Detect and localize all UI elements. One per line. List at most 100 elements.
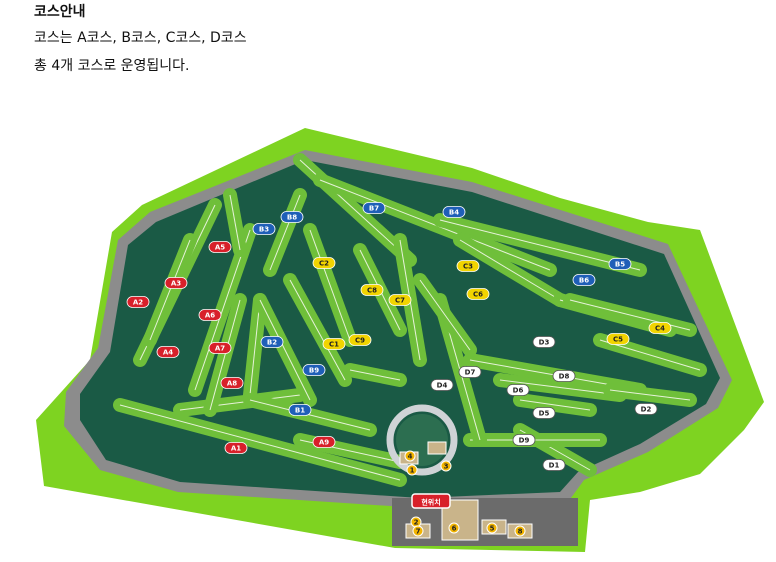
hole-label: B7 xyxy=(369,205,379,213)
yardage-line xyxy=(269,194,301,271)
hole-badge xyxy=(430,379,454,391)
hole-marker-c2[interactable]: C2 xyxy=(312,257,336,269)
hole-badge xyxy=(634,403,658,415)
hole-marker-b5[interactable]: B5 xyxy=(608,258,632,270)
hole-badge xyxy=(198,309,222,321)
hole-marker-d6[interactable]: D6 xyxy=(506,384,530,396)
hole-marker-a4[interactable]: A4 xyxy=(156,346,180,358)
facility-badge xyxy=(486,522,498,534)
yardage-line xyxy=(309,229,351,341)
hole-marker-c9[interactable]: C9 xyxy=(348,334,372,346)
facility-label: 7 xyxy=(416,528,421,536)
hole-marker-c8[interactable]: C8 xyxy=(360,284,384,296)
hole-marker-c1[interactable]: C1 xyxy=(322,338,346,350)
hole-marker-d2[interactable]: D2 xyxy=(634,403,658,415)
hole-label: A1 xyxy=(231,445,241,453)
facility-label: 4 xyxy=(408,453,413,461)
course-list-text: 코스는 A코스, B코스, C코스, D코스 xyxy=(34,30,247,46)
hole-badge xyxy=(156,346,180,358)
hole-marker-c5[interactable]: C5 xyxy=(606,333,630,345)
hole-marker-c4[interactable]: C4 xyxy=(648,322,672,334)
hole-marker-d5[interactable]: D5 xyxy=(532,407,556,419)
hole-badge xyxy=(532,336,556,348)
hole-label: C3 xyxy=(463,263,473,271)
hole-badge xyxy=(164,277,188,289)
hole-marker-d3[interactable]: D3 xyxy=(532,336,556,348)
hole-marker-c6[interactable]: C6 xyxy=(466,288,490,300)
hole-label: A4 xyxy=(163,349,173,357)
facility-marker-7[interactable]: 7 xyxy=(412,525,424,537)
fairways xyxy=(113,153,707,487)
hole-marker-b2[interactable]: B2 xyxy=(260,336,284,348)
hole-marker-d4[interactable]: D4 xyxy=(430,379,454,391)
hole-marker-d8[interactable]: D8 xyxy=(552,370,576,382)
hole-marker-d1[interactable]: D1 xyxy=(542,459,566,471)
hole-badge xyxy=(512,434,536,446)
hole-label: D4 xyxy=(437,382,448,390)
facility-badge xyxy=(448,522,460,534)
hole-badge xyxy=(572,274,596,286)
hole-marker-a9[interactable]: A9 xyxy=(312,436,336,448)
facility-label: 2 xyxy=(414,519,419,527)
facility-marker-8[interactable]: 8 xyxy=(514,525,526,537)
hole-marker-a6[interactable]: A6 xyxy=(198,309,222,321)
facility-label: 6 xyxy=(452,525,457,533)
hole-badge xyxy=(608,258,632,270)
hole-marker-c3[interactable]: C3 xyxy=(456,260,480,272)
hole-label: D3 xyxy=(539,339,550,347)
hole-marker-d9[interactable]: D9 xyxy=(512,434,536,446)
hole-badge xyxy=(280,211,304,223)
hole-badge xyxy=(312,257,336,269)
facility-label: 3 xyxy=(444,463,449,471)
hole-label: C9 xyxy=(355,337,365,345)
hole-marker-a1[interactable]: A1 xyxy=(224,442,248,454)
hole-label: B5 xyxy=(615,261,625,269)
hole-label: B6 xyxy=(579,277,589,285)
hole-marker-b9[interactable]: B9 xyxy=(302,364,326,376)
hole-badge xyxy=(302,364,326,376)
hole-label: D5 xyxy=(539,410,550,418)
hole-label: D1 xyxy=(549,462,560,470)
facility-label: 8 xyxy=(518,528,523,536)
hole-marker-a5[interactable]: A5 xyxy=(208,241,232,253)
hole-label: C8 xyxy=(367,287,377,295)
hole-marker-a2[interactable]: A2 xyxy=(126,296,150,308)
facility-marker-4[interactable]: 4 xyxy=(404,450,416,462)
yardage-line xyxy=(259,299,311,401)
hole-marker-a8[interactable]: A8 xyxy=(220,377,244,389)
hole-label: D6 xyxy=(513,387,524,395)
hole-marker-d7[interactable]: D7 xyxy=(458,366,482,378)
hole-badge xyxy=(388,294,412,306)
hole-marker-b7[interactable]: B7 xyxy=(362,202,386,214)
yardage-line xyxy=(599,339,701,371)
hole-marker-b6[interactable]: B6 xyxy=(572,274,596,286)
hole-badge xyxy=(224,442,248,454)
hole-marker-b4[interactable]: B4 xyxy=(442,206,466,218)
hole-label: A5 xyxy=(215,244,225,252)
hole-label: B1 xyxy=(295,407,305,415)
hole-marker-c7[interactable]: C7 xyxy=(388,294,412,306)
facility-marker-6[interactable]: 6 xyxy=(448,522,460,534)
facility-badge xyxy=(440,460,452,472)
facility-marker-1[interactable]: 1 xyxy=(406,464,418,476)
facility-badge xyxy=(514,525,526,537)
hole-marker-a7[interactable]: A7 xyxy=(208,342,232,354)
hole-badge xyxy=(252,223,276,235)
hole-marker-a3[interactable]: A3 xyxy=(164,277,188,289)
facility-marker-2[interactable]: 2 xyxy=(410,516,422,528)
hole-badge xyxy=(506,384,530,396)
hole-label: A6 xyxy=(205,312,215,320)
hole-label: C5 xyxy=(613,336,623,344)
facility-marker-3[interactable]: 3 xyxy=(440,460,452,472)
hole-marker-b1[interactable]: B1 xyxy=(288,404,312,416)
yardage-line xyxy=(249,399,371,431)
current-location-marker[interactable]: 현위치 xyxy=(411,493,451,509)
hole-badge xyxy=(458,366,482,378)
hole-label: A8 xyxy=(227,380,237,388)
yardage-line xyxy=(439,219,641,271)
hole-marker-b3[interactable]: B3 xyxy=(252,223,276,235)
hole-marker-b8[interactable]: B8 xyxy=(280,211,304,223)
yardage-line xyxy=(149,239,191,341)
facility-marker-5[interactable]: 5 xyxy=(486,522,498,534)
